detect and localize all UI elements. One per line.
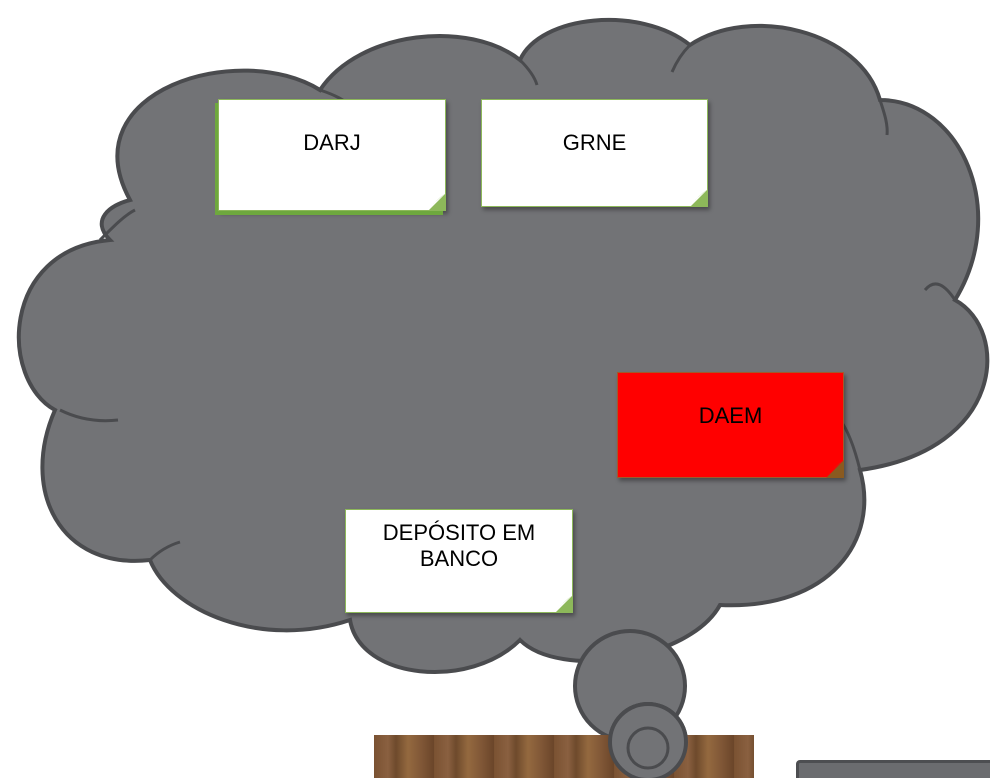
note-label: DARJ — [303, 130, 361, 155]
wood-panel — [374, 735, 754, 778]
sticky-note-deposito[interactable]: DEPÓSITO EM BANCO — [345, 509, 573, 613]
cloud-lobe-line — [98, 208, 136, 242]
page-curl-icon — [428, 193, 446, 211]
sticky-note-grne[interactable]: GRNE — [481, 99, 708, 207]
cloud-lobe-line — [148, 540, 181, 562]
page-curl-icon — [690, 189, 708, 207]
note-label: DAEM — [698, 403, 763, 428]
cloud-lobe-line — [59, 408, 119, 423]
cloud-lobe-line — [878, 99, 889, 136]
cloud-lobe-line — [518, 58, 539, 86]
gray-box — [796, 760, 990, 778]
cloud-lobe-line — [923, 282, 957, 301]
note-label: DEPÓSITO EM BANCO — [382, 520, 536, 571]
sticky-note-daem[interactable]: DAEM — [617, 372, 844, 478]
cloud-lobe-line — [670, 43, 692, 73]
page-curl-icon — [555, 595, 573, 613]
note-label: GRNE — [562, 130, 627, 155]
sticky-note-darj[interactable]: DARJ — [218, 99, 446, 211]
page-curl-icon — [826, 460, 844, 478]
